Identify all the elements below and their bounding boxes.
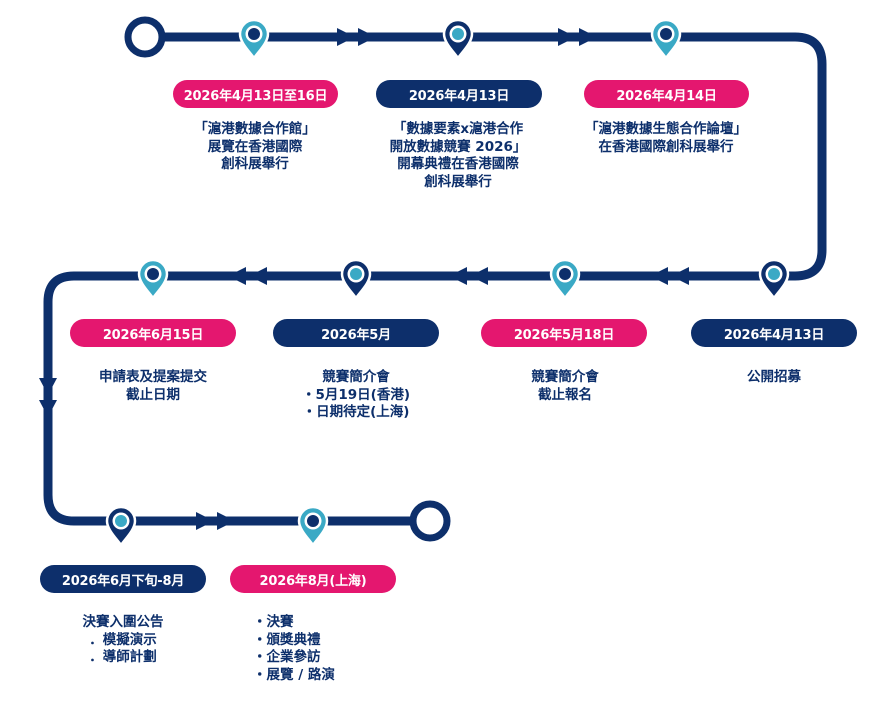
location-pin-icon bbox=[442, 18, 474, 61]
end-circle bbox=[409, 500, 451, 542]
description-line: ・決賽 bbox=[253, 614, 294, 630]
milestone-description: 申請表及提案提交截止日期 bbox=[99, 369, 207, 404]
description-line: 「滬港數據生態合作論壇」 bbox=[585, 121, 747, 137]
milestone-description: 競賽簡介會截止報名 bbox=[531, 369, 599, 404]
description-line: 創科展舉行 bbox=[221, 156, 289, 172]
date-badge: 2026年8月(上海) bbox=[230, 565, 396, 593]
description-line: 「滬港數據合作館」 bbox=[194, 121, 316, 137]
milestone-description: 「數據要素x滬港合作開放數據競賽 2026」開幕典禮在香港國際創科展舉行 bbox=[390, 121, 527, 191]
arrow-left-icon bbox=[449, 267, 467, 285]
description-line: ・展覽 / 路演 bbox=[253, 666, 335, 683]
description-line: ・日期待定(上海) bbox=[302, 404, 410, 420]
date-badge: 2026年6月15日 bbox=[70, 319, 236, 347]
location-pin-icon bbox=[549, 258, 581, 301]
arrow-left-icon bbox=[249, 267, 267, 285]
milestone-description: 「滬港數據合作館」展覽在香港國際創科展舉行 bbox=[194, 121, 316, 174]
arrow-left-icon bbox=[650, 267, 668, 285]
arrow-right-icon bbox=[558, 28, 576, 46]
arrow-down-icon bbox=[39, 400, 57, 417]
description-line: 開放數據競賽 2026」 bbox=[389, 138, 527, 155]
milestone-description: 「滬港數據生態合作論壇」在香港國際創科展舉行 bbox=[585, 121, 747, 156]
location-pin-icon bbox=[297, 505, 329, 548]
milestone-description: 決賽入圍公告．模擬演示．導師計劃 bbox=[83, 614, 164, 667]
date-badge: 2026年5月18日 bbox=[481, 319, 647, 347]
description-line: 在香港國際創科展舉行 bbox=[598, 138, 734, 155]
arrow-right-icon bbox=[337, 28, 355, 46]
description-line: ・企業參訪 bbox=[253, 649, 321, 665]
start-circle bbox=[124, 16, 166, 58]
description-line: 「數據要素x滬港合作 bbox=[392, 121, 524, 137]
description-line: 公開招募 bbox=[747, 369, 801, 385]
arrow-right-icon bbox=[358, 28, 376, 46]
description-line: 截止日期 bbox=[126, 386, 180, 403]
date-badge: 2026年4月13日至16日 bbox=[173, 80, 338, 108]
location-pin-icon bbox=[137, 258, 169, 301]
location-pin-icon bbox=[238, 18, 270, 61]
date-badge: 2026年4月13日 bbox=[376, 80, 542, 108]
location-pin-icon bbox=[105, 505, 137, 548]
arrow-left-icon bbox=[470, 267, 488, 285]
location-pin-icon bbox=[650, 18, 682, 61]
description-line: ．導師計劃 bbox=[89, 649, 157, 665]
arrow-down-icon bbox=[39, 378, 57, 395]
arrow-left-icon bbox=[228, 267, 246, 285]
description-line: 競賽簡介會 bbox=[531, 369, 599, 385]
description-line: 競賽簡介會 bbox=[322, 369, 390, 385]
date-badge: 2026年5月 bbox=[273, 319, 439, 347]
date-badge: 2026年6月下旬-8月 bbox=[40, 565, 206, 593]
description-line: 創科展舉行 bbox=[424, 173, 492, 190]
description-line: 決賽入圍公告 bbox=[82, 614, 164, 630]
arrow-right-icon bbox=[579, 28, 597, 46]
arrow-right-icon bbox=[196, 512, 214, 530]
location-pin-icon bbox=[340, 258, 372, 301]
description-line: ・5月19日(香港) bbox=[301, 386, 411, 403]
date-badge: 2026年4月13日 bbox=[691, 319, 857, 347]
milestone-description: 競賽簡介會・5月19日(香港)・日期待定(上海) bbox=[302, 369, 410, 422]
location-pin-icon bbox=[758, 258, 790, 301]
description-line: ．模擬演示 bbox=[89, 631, 157, 648]
milestone-description: 公開招募 bbox=[747, 369, 801, 387]
milestone-description: ・決賽・頒獎典禮・企業參訪・展覽 / 路演 bbox=[253, 614, 335, 684]
arrow-right-icon bbox=[217, 512, 235, 530]
date-badge: 2026年4月14日 bbox=[584, 80, 749, 108]
description-line: 開幕典禮在香港國際 bbox=[397, 156, 519, 172]
track-path bbox=[43, 32, 827, 526]
arrow-left-icon bbox=[671, 267, 689, 285]
description-line: ・頒獎典禮 bbox=[253, 631, 321, 648]
description-line: 展覽在香港國際 bbox=[207, 138, 303, 155]
description-line: 申請表及提案提交 bbox=[99, 369, 207, 385]
description-line: 截止報名 bbox=[538, 386, 592, 403]
